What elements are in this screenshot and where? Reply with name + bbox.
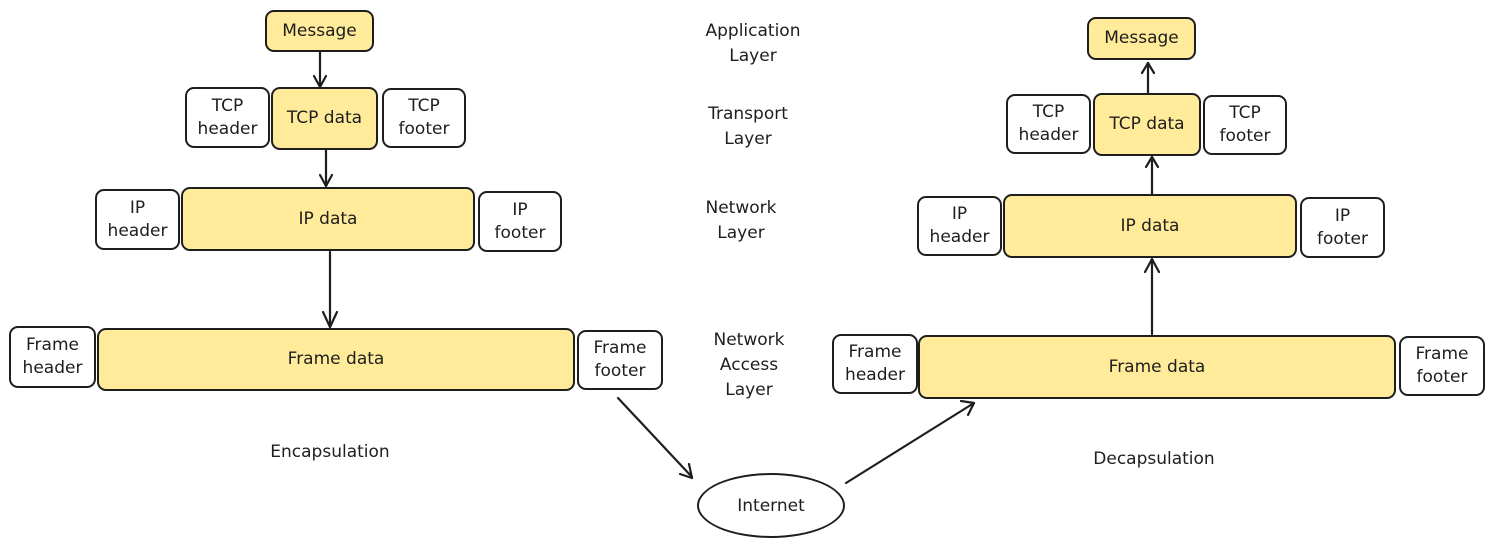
decapsulation-caption: Decapsulation: [1093, 449, 1215, 469]
transport-layer-label: Transport Layer: [708, 104, 788, 149]
encap-ip-data-box: IP data: [181, 187, 475, 251]
decap-ip-footer-box: IP footer: [1300, 197, 1385, 258]
application-layer-label: Application Layer: [705, 21, 801, 66]
network-layer-label: Network Layer: [705, 198, 777, 243]
encap-tcp-data-box: TCP data: [271, 87, 378, 150]
encap-frame-footer-box: Frame footer: [577, 330, 663, 390]
encap-tcp-footer-box: TCP footer: [382, 88, 466, 148]
arrow-message-to-tcp: [312, 50, 328, 89]
arrow-frame-to-internet: [616, 396, 694, 480]
encap-ip-footer-box: IP footer: [478, 191, 562, 252]
encap-frame-data-box: Frame data: [97, 328, 575, 391]
decap-ip-header-box: IP header: [917, 196, 1002, 256]
encapsulation-caption: Encapsulation: [270, 442, 390, 462]
arrow-tcp-to-ip: [318, 148, 334, 188]
decap-frame-data-box: Frame data: [918, 335, 1396, 399]
decap-message-box: Message: [1087, 17, 1196, 60]
decap-tcp-header-box: TCP header: [1006, 94, 1091, 154]
decap-ip-data-box: IP data: [1003, 194, 1297, 258]
internet-node: Internet: [697, 473, 845, 538]
decap-frame-header-box: Frame header: [832, 334, 918, 394]
arrow-internet-to-frame: [844, 399, 976, 485]
encap-tcp-header-box: TCP header: [185, 87, 270, 148]
arrow-ip-to-frame: [321, 250, 339, 329]
network-access-layer-label: Network Access Layer: [713, 330, 785, 400]
encap-message-box: Message: [265, 10, 374, 52]
encap-frame-header-box: Frame header: [9, 326, 96, 388]
decap-tcp-data-box: TCP data: [1093, 93, 1201, 156]
decap-frame-footer-box: Frame footer: [1399, 336, 1485, 396]
arrow-tcp-to-message: [1140, 61, 1156, 95]
encap-ip-header-box: IP header: [95, 189, 180, 250]
arrow-ip-to-tcp: [1144, 155, 1160, 196]
arrow-frame-to-ip: [1143, 257, 1161, 336]
decap-tcp-footer-box: TCP footer: [1203, 95, 1287, 155]
